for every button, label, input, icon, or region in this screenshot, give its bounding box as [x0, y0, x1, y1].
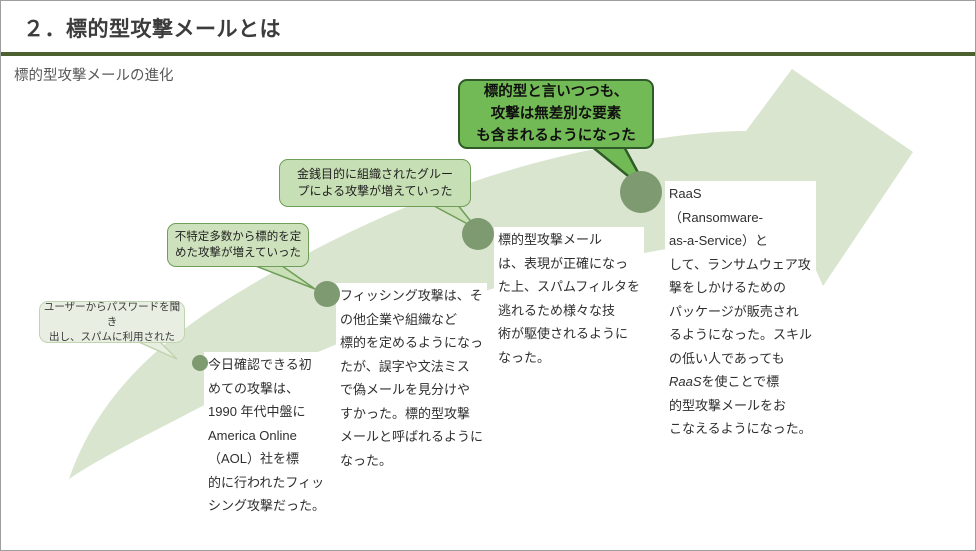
- timeline-dot-1: [192, 355, 208, 371]
- milestone-text-targeted-mail-refined: 標的型攻撃メールは、表現が正確になった上、スパムフィルタを逃れるため様々な技術が…: [494, 227, 644, 372]
- title-divider-line: [1, 52, 975, 56]
- timeline-dot-3: [462, 218, 494, 250]
- milestone-text-raas: RaaS（Ransomware-as-a-Service）として、ランサムウェア…: [665, 181, 817, 444]
- milestone-text-phishing-to-targeted: フィッシング攻撃は、その他企業や組織など標的を定めるようになったが、誤字や文法ミ…: [336, 283, 488, 475]
- callout-mass-targeting: 不特定多数から標的を定 めた攻撃が増えていった: [167, 223, 309, 267]
- growth-arrow-shape: [69, 69, 913, 479]
- page-title: ２．標的型攻撃メールとは: [23, 18, 281, 41]
- callout-organized-groups: 金銭目的に組織されたグルー プによる攻撃が増えていった: [279, 159, 471, 207]
- callout-password-spam: ユーザーからパスワードを聞き 出し、スパムに利用された: [39, 301, 185, 343]
- callout-indiscriminate-elements: 標的型と言いつつも、 攻撃は無差別な要素 も含まれるようになった: [458, 79, 654, 149]
- timeline-dot-2: [314, 281, 340, 307]
- section-subtitle: 標的型攻撃メールの進化: [14, 68, 174, 84]
- timeline-dot-4: [620, 171, 662, 213]
